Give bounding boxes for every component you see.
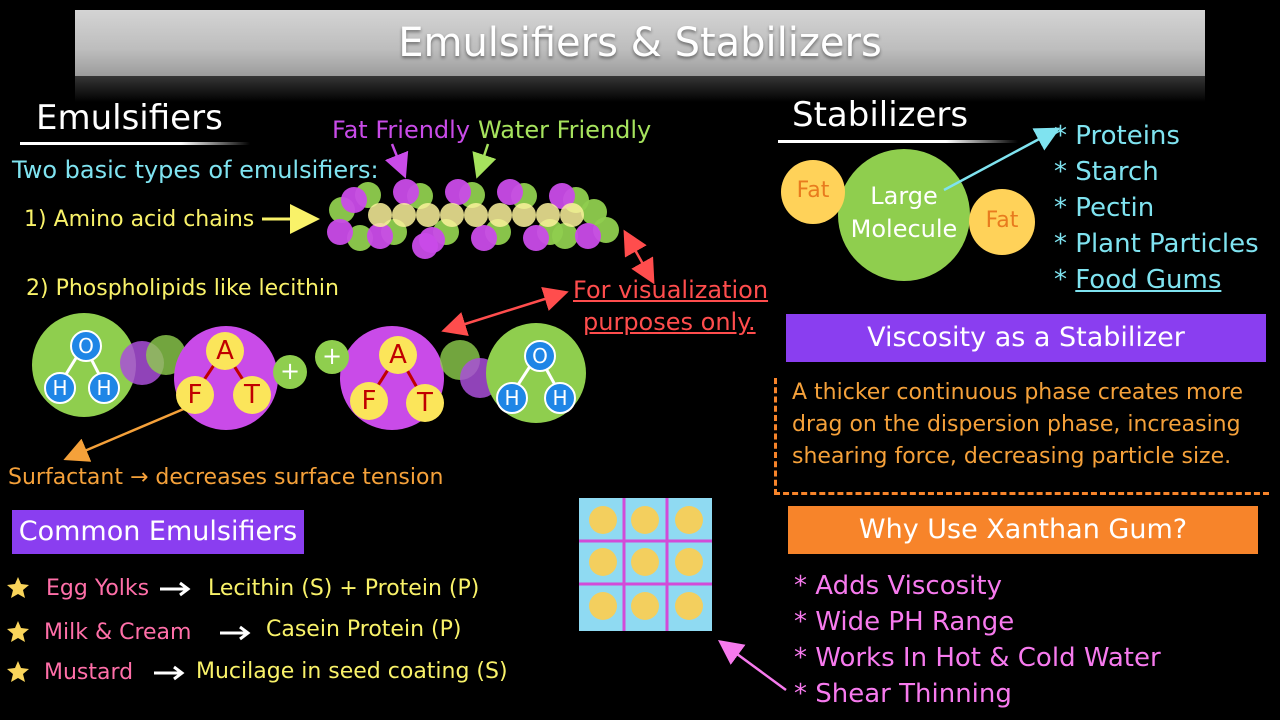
xanthan-item-3: * Works In Hot & Cold Water xyxy=(794,643,1161,673)
amino-acid-chain xyxy=(327,179,619,259)
t-label-left: T xyxy=(233,376,271,414)
type1-text: 1) Amino acid chains xyxy=(24,207,255,232)
stabilizers-underline xyxy=(778,140,1018,143)
oxygen-atom-left: O xyxy=(70,330,102,362)
xanthan-item-4: * Shear Thinning xyxy=(794,679,1012,709)
plus-circles xyxy=(273,340,349,389)
viscosity-heading: Viscosity as a Stabilizer xyxy=(786,314,1266,362)
food-gums-star: * xyxy=(1054,265,1067,295)
common-item-result-3: Mucilage in seed coating (S) xyxy=(196,659,508,684)
arrow-icons xyxy=(154,581,251,681)
stabilizer-item-4: * Plant Particles xyxy=(1054,229,1259,259)
emulsifiers-underline xyxy=(20,142,250,145)
emulsifiers-heading: Emulsifiers xyxy=(36,98,223,138)
f-label-right: F xyxy=(350,382,388,420)
xanthan-item-1: * Adds Viscosity xyxy=(794,571,1002,601)
large-molecule-line1: Large xyxy=(870,182,938,210)
two-types-text: Two basic types of emulsifiers: xyxy=(12,156,379,184)
stabilizer-item-1: * Proteins xyxy=(1054,121,1180,151)
common-item-source-1: Egg Yolks xyxy=(46,576,150,601)
common-item-source-3: Mustard xyxy=(44,660,134,685)
viscosity-line-3: shearing force, decreasing particle size… xyxy=(792,444,1232,469)
viscosity-frame xyxy=(774,378,1269,495)
common-emulsifiers-heading: Common Emulsifiers xyxy=(12,510,304,554)
plus-sign-2: + xyxy=(321,342,343,370)
oxygen-atom-right: O xyxy=(524,340,556,372)
hydrogen-atom-left-1: H xyxy=(44,372,76,404)
stabilizers-heading: Stabilizers xyxy=(792,95,969,135)
a-label-left: A xyxy=(206,332,244,370)
page-title: Emulsifiers & Stabilizers xyxy=(398,20,882,66)
common-item-result-2: Casein Protein (P) xyxy=(266,617,462,642)
fat-label-left: Fat xyxy=(796,178,830,203)
common-item-source-2: Milk & Cream xyxy=(44,620,192,645)
stabilizer-item-2: * Starch xyxy=(1054,157,1159,187)
viscosity-line-2: drag on the dispersion phase, increasing xyxy=(792,412,1241,437)
xanthan-grid xyxy=(579,498,712,631)
f-label-left: F xyxy=(176,376,214,414)
food-gums-link[interactable]: Food Gums xyxy=(1075,265,1222,295)
stabilizer-diagram xyxy=(781,149,1035,281)
hydrogen-atom-right-2: H xyxy=(544,382,576,414)
xanthan-item-2: * Wide PH Range xyxy=(794,607,1015,637)
xanthan-heading: Why Use Xanthan Gum? xyxy=(788,506,1258,554)
stabilizer-item-5: * Food Gums xyxy=(1054,265,1221,295)
title-bar xyxy=(75,10,1205,76)
large-molecule-line2: Molecule xyxy=(850,215,958,243)
phospholipid-left xyxy=(32,313,278,430)
visualization-line1: For visualization xyxy=(573,276,769,304)
viscosity-line-1: A thicker continuous phase creates more xyxy=(792,380,1243,405)
water-friendly-label: Water Friendly xyxy=(478,116,652,144)
fat-friendly-label: Fat Friendly xyxy=(332,116,471,144)
fat-label-right: Fat xyxy=(985,208,1019,233)
type2-text: 2) Phospholipids like lecithin xyxy=(26,276,339,301)
common-item-result-1: Lecithin (S) + Protein (P) xyxy=(208,576,480,601)
t-label-right: T xyxy=(406,384,444,422)
title-reflection xyxy=(75,76,1205,102)
plus-sign-1: + xyxy=(279,357,301,385)
hydrogen-atom-right-1: H xyxy=(496,382,528,414)
surfactant-text: Surfactant → decreases surface tension xyxy=(8,465,444,490)
a-label-right: A xyxy=(379,336,417,374)
stabilizer-item-3: * Pectin xyxy=(1054,193,1155,223)
visualization-line2: purposes only. xyxy=(583,308,756,336)
hydrogen-atom-left-2: H xyxy=(88,372,120,404)
star-icons xyxy=(7,577,29,682)
